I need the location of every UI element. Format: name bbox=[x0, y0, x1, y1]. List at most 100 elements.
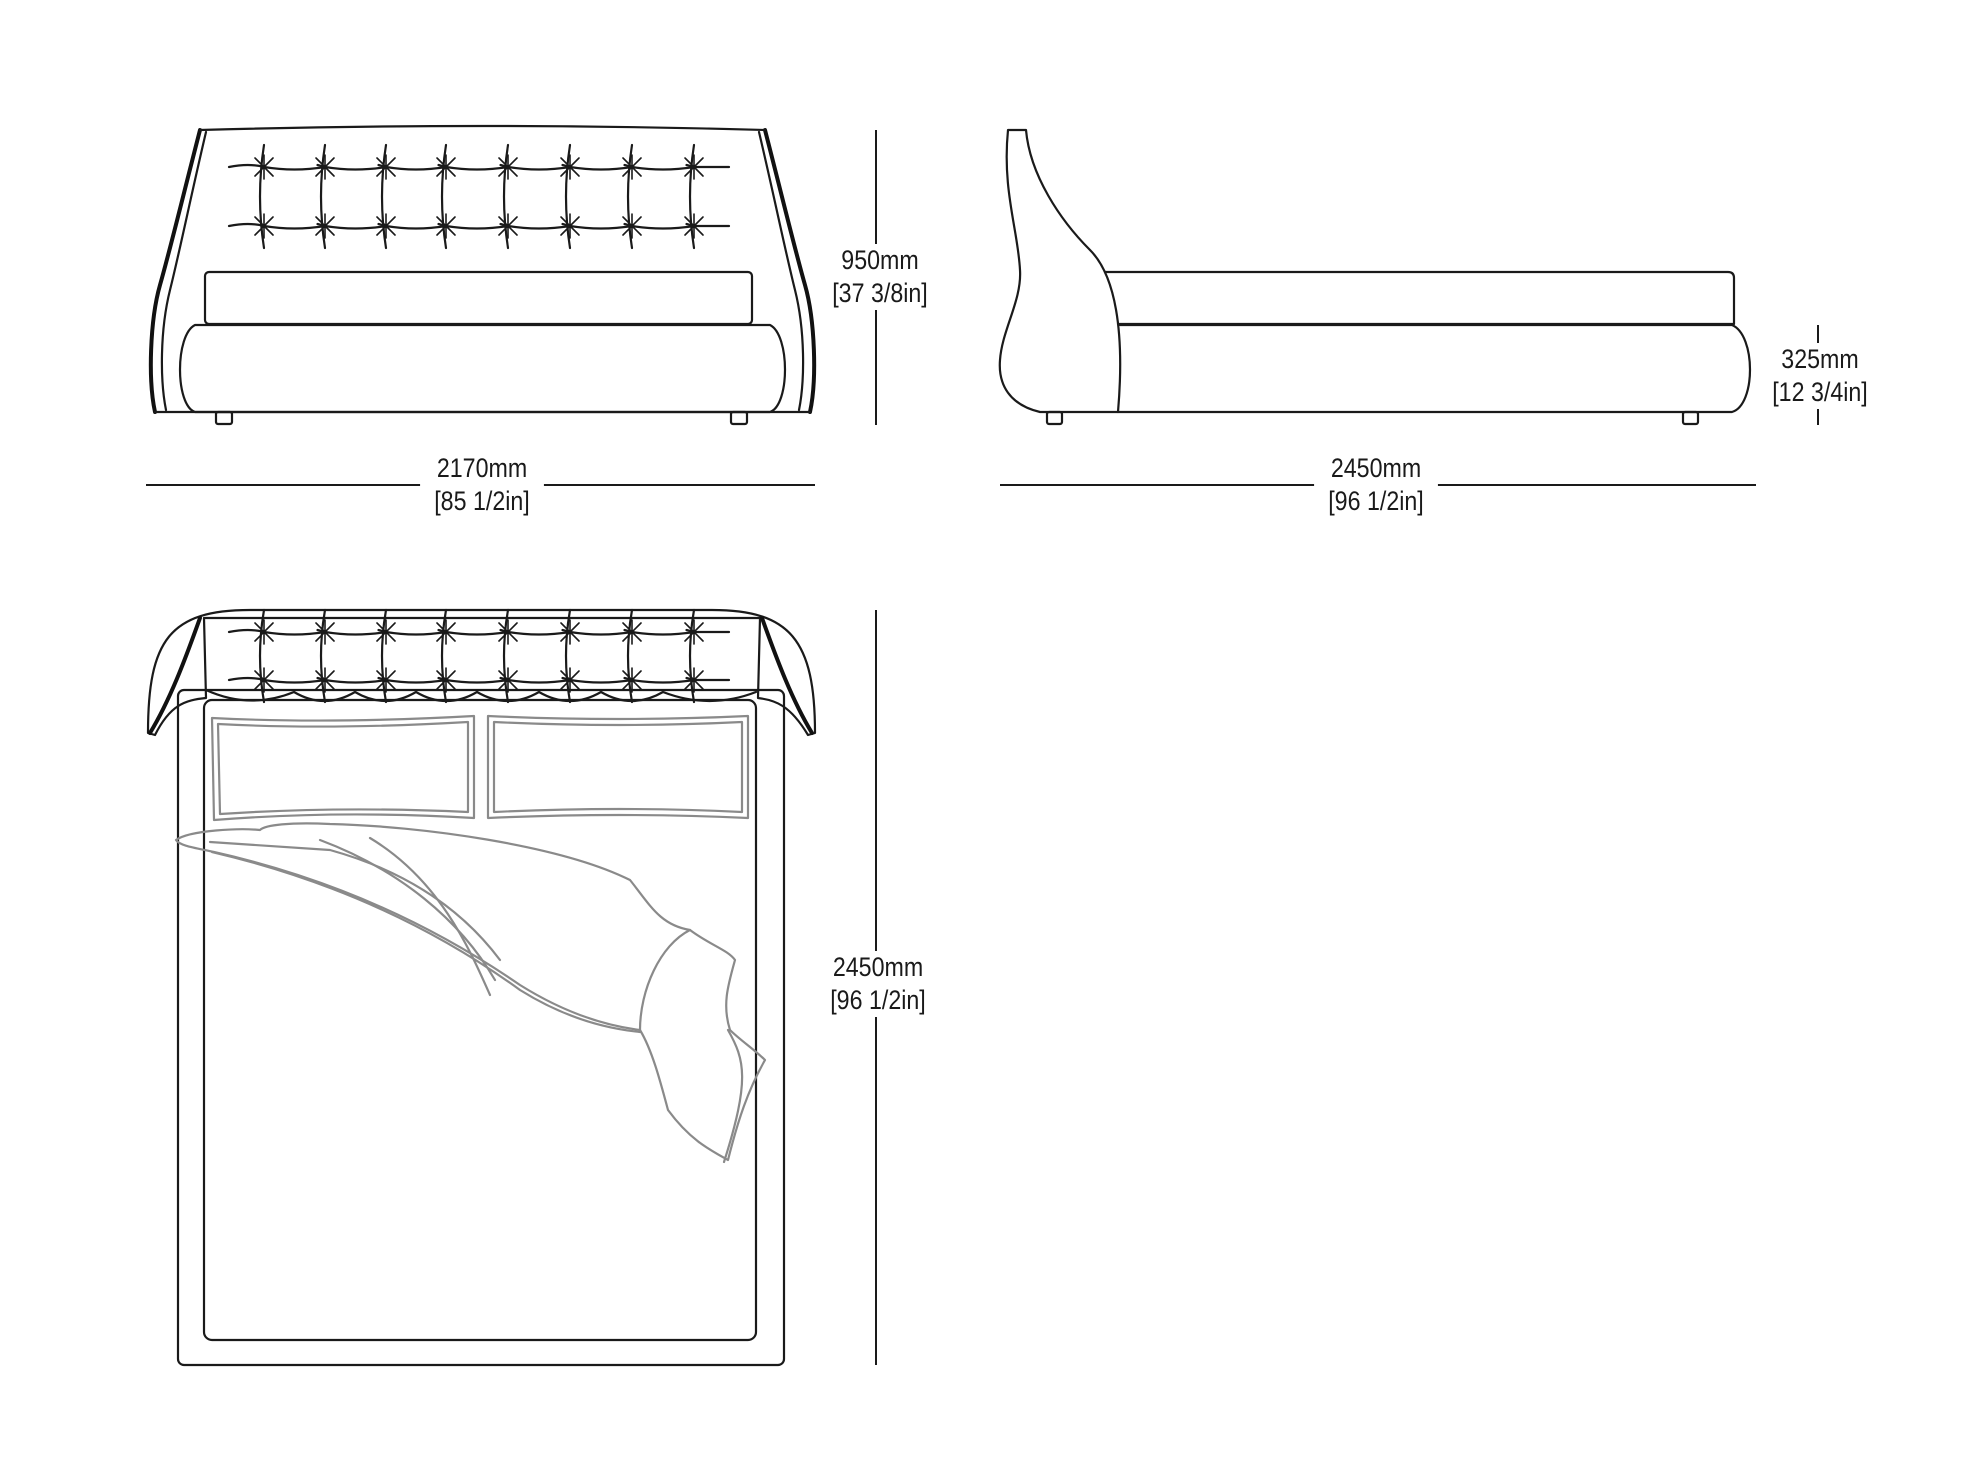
blanket-outline bbox=[174, 822, 767, 1162]
top-tuft-seam-col-1 bbox=[258, 608, 266, 704]
front-width-in: [85 1/2in] bbox=[434, 486, 530, 516]
top-tuft-button-2-5 bbox=[498, 667, 518, 693]
top-headboard-scallops bbox=[204, 688, 758, 703]
front-height-label: 950mm [37 3/8in] bbox=[818, 244, 942, 310]
front-tuft-button-2-7 bbox=[622, 213, 642, 239]
blanket-fold-5 bbox=[722, 1028, 744, 1164]
front-view bbox=[148, 124, 817, 426]
front-width-mm: 2170mm bbox=[436, 453, 528, 483]
side-length-in: [96 1/2in] bbox=[1328, 486, 1424, 516]
blanket-fold-2 bbox=[208, 840, 502, 962]
top-tuft-button-2-7 bbox=[622, 667, 642, 693]
top-mattress bbox=[202, 698, 758, 1342]
top-headboard-left-wing bbox=[148, 616, 202, 735]
pillow-right bbox=[486, 714, 750, 820]
side-length-mm: 2450mm bbox=[1330, 453, 1422, 483]
top-tuft-button-2-8 bbox=[684, 667, 704, 693]
top-tuft-button-2-1 bbox=[254, 667, 274, 693]
front-headboard-inner-left bbox=[160, 130, 208, 412]
front-tuft-seam-row-1 bbox=[227, 163, 731, 171]
top-tuft-seam-col-8 bbox=[688, 608, 696, 704]
top-tuft-button-2-6 bbox=[560, 667, 580, 693]
top-headboard bbox=[146, 608, 817, 737]
front-tuft-button-2-5 bbox=[498, 213, 518, 239]
front-width-label: 2170mm [85 1/2in] bbox=[420, 452, 544, 518]
top-length-in: [96 1/2in] bbox=[830, 985, 926, 1015]
front-tuft-seam-col-8 bbox=[688, 143, 696, 250]
front-tuft-seam-row-2 bbox=[227, 222, 731, 230]
top-tuft-button-1-2 bbox=[315, 619, 335, 645]
front-height-in: [37 3/8in] bbox=[832, 278, 928, 308]
side-height-mm: 325mm bbox=[1781, 344, 1859, 374]
pillow-left bbox=[210, 714, 476, 822]
top-tuft-button-1-1 bbox=[254, 619, 274, 645]
top-length-mm: 2450mm bbox=[832, 952, 924, 982]
side-foot-left bbox=[1045, 410, 1064, 426]
front-tuft-seam-col-5 bbox=[502, 143, 510, 250]
front-tuft-button-1-5 bbox=[498, 154, 518, 180]
front-tuft-button-2-1 bbox=[254, 213, 274, 239]
blanket-fold-6 bbox=[638, 928, 692, 1032]
front-tuft-button-2-2 bbox=[315, 213, 335, 239]
front-headboard-left-edge bbox=[148, 128, 202, 414]
front-tuft-seam-col-2 bbox=[319, 143, 327, 250]
front-tuft-seam-col-4 bbox=[440, 143, 448, 250]
top-tuft-button-2-4 bbox=[436, 667, 456, 693]
blanket-fold-3 bbox=[318, 838, 497, 982]
top-tuft-button-1-4 bbox=[436, 619, 456, 645]
front-tuft-button-1-1 bbox=[254, 154, 274, 180]
front-tuft-button-2-4 bbox=[436, 213, 456, 239]
top-tuft-seam-col-7 bbox=[626, 608, 634, 704]
top-tuft-seam-row-2 bbox=[227, 676, 731, 684]
side-height-in: [12 3/4in] bbox=[1772, 377, 1868, 407]
top-tuft-button-1-5 bbox=[498, 619, 518, 645]
front-tuft-seam-col-1 bbox=[258, 143, 266, 250]
top-view bbox=[146, 608, 817, 1367]
top-tuft-button-1-8 bbox=[684, 619, 704, 645]
side-height-label: 325mm [12 3/4in] bbox=[1758, 343, 1882, 409]
side-view bbox=[998, 128, 1751, 426]
front-height-mm: 950mm bbox=[841, 245, 919, 275]
front-tuft-button-1-6 bbox=[560, 154, 580, 180]
front-foot-right bbox=[729, 410, 749, 426]
front-tuft-button-1-4 bbox=[436, 154, 456, 180]
top-tuft-button-2-2 bbox=[315, 667, 335, 693]
top-tuft-seam-col-6 bbox=[564, 608, 572, 704]
front-tuft-button-1-3 bbox=[376, 154, 396, 180]
front-tuft-button-2-6 bbox=[560, 213, 580, 239]
front-tuft-button-1-2 bbox=[315, 154, 335, 180]
top-scallop-edge bbox=[204, 688, 758, 703]
front-tufting bbox=[227, 143, 731, 250]
top-outer-frame bbox=[176, 688, 786, 1367]
front-tuft-seam-col-6 bbox=[564, 143, 572, 250]
front-tuft-button-1-8 bbox=[684, 154, 704, 180]
blanket-fold-4 bbox=[368, 836, 492, 997]
pillow-left-inner bbox=[216, 720, 470, 816]
top-tuft-seam-col-2 bbox=[319, 608, 327, 704]
front-headboard-right-edge bbox=[763, 128, 817, 414]
top-tuft-button-1-7 bbox=[622, 619, 642, 645]
front-tuft-seam-col-3 bbox=[380, 143, 388, 250]
front-mattress bbox=[203, 270, 754, 326]
top-tuft-seam-col-3 bbox=[380, 608, 388, 704]
front-tuft-button-1-7 bbox=[622, 154, 642, 180]
top-tuft-seam-col-5 bbox=[502, 608, 510, 704]
front-base bbox=[179, 323, 786, 414]
top-length-label: 2450mm [96 1/2in] bbox=[816, 951, 940, 1017]
side-foot-right bbox=[1681, 410, 1700, 426]
top-tufting bbox=[227, 608, 731, 704]
front-foot-left bbox=[214, 410, 234, 426]
front-tuft-seam-col-7 bbox=[626, 143, 634, 250]
top-tuft-button-1-6 bbox=[560, 619, 580, 645]
front-tuft-button-2-8 bbox=[684, 213, 704, 239]
side-mattress bbox=[1103, 270, 1736, 326]
top-tuft-seam-row-1 bbox=[227, 628, 731, 636]
pillow-right-inner bbox=[492, 720, 744, 814]
side-base bbox=[1116, 323, 1751, 414]
front-headboard-inner-right bbox=[757, 130, 805, 412]
top-tuft-button-2-3 bbox=[376, 667, 396, 693]
front-tuft-button-2-3 bbox=[376, 213, 396, 239]
top-tuft-button-1-3 bbox=[376, 619, 396, 645]
